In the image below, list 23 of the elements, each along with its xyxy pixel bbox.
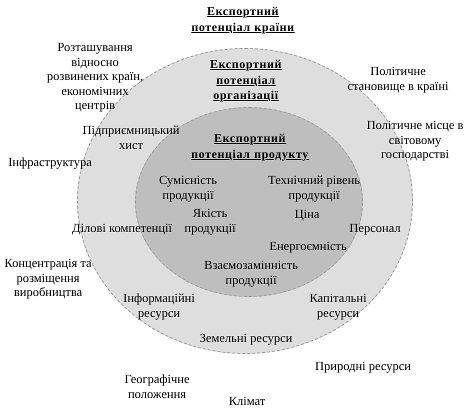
- factor-label: Політичне місце в світовому господарстві: [366, 118, 464, 162]
- factor-label: Земельні ресурси: [200, 331, 292, 346]
- factor-label: Ціна: [294, 207, 320, 222]
- factor-label: Якість продукції: [183, 206, 237, 235]
- factor-label: Клімат: [228, 394, 266, 408]
- factor-label: Географічне положення: [123, 372, 191, 401]
- factor-label: Сумісність продукції: [158, 173, 218, 202]
- circle-heading: Експортний потенціал організації: [208, 57, 283, 104]
- factor-label: Інформаційні ресурси: [123, 291, 195, 320]
- factor-label: Природні ресурси: [315, 359, 411, 374]
- factor-label: Капітальні ресурси: [308, 291, 368, 320]
- factor-label: Технічний рівень продукції: [267, 173, 361, 202]
- factor-label: Взаємозамінність продукції: [203, 258, 299, 287]
- factor-label: Персонал: [349, 221, 401, 236]
- factor-label: Концентрація та розміщення виробництва: [3, 256, 93, 300]
- factor-label: Розташування відносно розвинених країн, економічних центрів: [46, 40, 144, 112]
- factor-label: Політичне становище в країні: [346, 64, 450, 93]
- title: Експортний потенціал країни: [190, 4, 296, 35]
- factor-label: Підприємницький хист: [82, 123, 180, 152]
- factor-label: Інфраструктура: [8, 155, 92, 170]
- factor-label: Ділові компетенції: [72, 221, 172, 236]
- factor-label: Енергоємність: [269, 239, 347, 254]
- circle-heading: Експортний потенціал продукту: [190, 131, 310, 162]
